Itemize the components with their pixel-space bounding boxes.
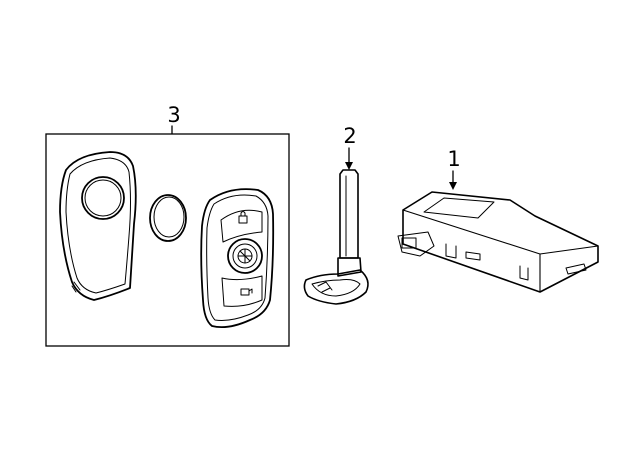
battery-cover-icon: [81, 176, 125, 220]
fob-front: [200, 188, 275, 329]
callout-2-label: 2: [343, 124, 356, 148]
callout-1-arrow: [449, 182, 457, 190]
callout-3[interactable]: 3: [167, 103, 181, 135]
trunk-release-icon: [240, 288, 253, 296]
fob-shell-back: [59, 151, 137, 301]
callout-3-label: 3: [167, 103, 180, 127]
control-module: [397, 191, 599, 293]
key-blade: [303, 169, 369, 305]
callout-1[interactable]: 1: [447, 147, 461, 190]
remote-start-icon: [227, 238, 263, 274]
callout-2-arrow: [345, 162, 353, 170]
lock-icon: [238, 211, 248, 224]
callout-2[interactable]: 2: [343, 124, 357, 170]
connector-icon: [401, 237, 417, 249]
callout-1-label: 1: [447, 147, 460, 171]
coin-battery: [149, 194, 187, 242]
